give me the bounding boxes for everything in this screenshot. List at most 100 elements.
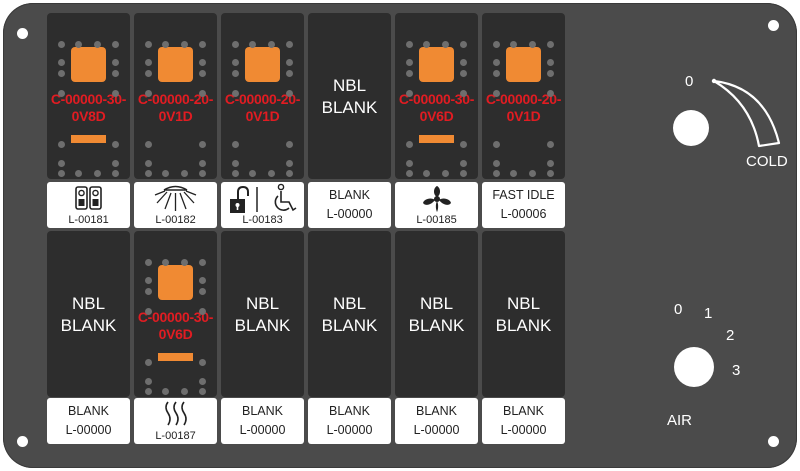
contact-dot [199, 388, 206, 395]
contact-dot [112, 141, 119, 148]
indicator-bar [71, 135, 106, 143]
contact-dot [460, 90, 467, 97]
contact-dot [232, 141, 239, 148]
switch-label-8: L-00187 [134, 398, 217, 444]
label-line-2: L-00006 [500, 207, 547, 221]
label-line-1: BLANK [329, 404, 370, 418]
air-knob[interactable] [674, 347, 714, 387]
blank-switch-4: NBL BLANK [308, 13, 391, 179]
contact-dot [181, 41, 188, 48]
contact-dot [199, 59, 206, 66]
blank-switch-9: NBL BLANK [221, 231, 304, 397]
switch-label-9: BLANK L-00000 [221, 398, 304, 444]
contact-dot [460, 160, 467, 167]
contact-dot [145, 288, 152, 295]
contact-dot [493, 59, 500, 66]
contact-dot [145, 378, 152, 385]
blank-switch-12: NBL BLANK [482, 231, 565, 397]
contact-dot [145, 160, 152, 167]
contact-dot [460, 70, 467, 77]
contact-dot [406, 90, 413, 97]
rocker-switch-6[interactable]: C-00000-20- 0V1D [482, 13, 565, 179]
temp-dial-cold-label: COLD [746, 153, 788, 170]
label-line-1: FAST IDLE [492, 188, 555, 202]
rocker-switch-8[interactable]: C-00000-30- 0V6D [134, 231, 217, 397]
indicator-bar [158, 353, 193, 361]
contact-dot [286, 90, 293, 97]
switch-part-number: C-00000-20- 0V1D [137, 91, 214, 124]
contact-dot [286, 70, 293, 77]
contact-dot [75, 41, 82, 48]
dual-lamp-icon [75, 186, 102, 210]
contact-dot [406, 41, 413, 48]
contact-dot [145, 141, 152, 148]
contact-dot [493, 70, 500, 77]
contact-dot [199, 170, 206, 177]
contact-dot [268, 41, 275, 48]
contact-dot [423, 41, 430, 48]
contact-dot [58, 41, 65, 48]
contact-dot [286, 170, 293, 177]
contact-dot [181, 170, 188, 177]
mount-hole-top-left [17, 28, 28, 39]
switch-part-number: C-00000-20- 0V1D [485, 91, 562, 124]
contact-dot [94, 41, 101, 48]
label-code: L-00183 [242, 214, 283, 226]
rocker-switch-2[interactable]: C-00000-20- 0V1D [134, 13, 217, 179]
contact-dot [493, 90, 500, 97]
label-line-2: L-00000 [500, 423, 547, 437]
work-light-icon [154, 185, 197, 211]
label-code: L-00182 [155, 214, 196, 226]
switch-label-10: BLANK L-00000 [308, 398, 391, 444]
contact-dot [75, 170, 82, 177]
contact-dot [145, 359, 152, 366]
contact-dot [529, 170, 536, 177]
label-line-1: BLANK [242, 404, 283, 418]
contact-dot [406, 160, 413, 167]
contact-dot [162, 170, 169, 177]
contact-dot [112, 160, 119, 167]
label-line-1: BLANK [329, 188, 370, 202]
contact-dot [145, 277, 152, 284]
contact-dot [547, 170, 554, 177]
contact-dot [460, 41, 467, 48]
contact-dot [199, 90, 206, 97]
contact-dot [547, 41, 554, 48]
contact-dot [199, 41, 206, 48]
contact-dot [199, 259, 206, 266]
switch-label-3: L-00183 [221, 182, 304, 228]
indicator-lamp [245, 47, 280, 82]
contact-dot [58, 59, 65, 66]
contact-dot [232, 90, 239, 97]
switch-label-1: L-00181 [47, 182, 130, 228]
contact-dot [249, 170, 256, 177]
contact-dot [145, 170, 152, 177]
contact-dot [145, 388, 152, 395]
contact-dot [547, 141, 554, 148]
blank-text: NBL BLANK [408, 294, 465, 335]
contact-dot [286, 160, 293, 167]
blank-text: NBL BLANK [321, 294, 378, 335]
label-line-1: BLANK [416, 404, 457, 418]
blank-text: NBL BLANK [495, 294, 552, 335]
temperature-knob[interactable] [673, 110, 709, 146]
contact-dot [286, 141, 293, 148]
indicator-lamp [71, 47, 106, 82]
contact-dot [547, 59, 554, 66]
contact-dot [145, 59, 152, 66]
contact-dot [145, 41, 152, 48]
switch-part-number: C-00000-30- 0V6D [398, 91, 475, 124]
contact-dot [547, 70, 554, 77]
contact-dot [145, 70, 152, 77]
contact-dot [181, 388, 188, 395]
rocker-switch-3[interactable]: C-00000-20- 0V1D [221, 13, 304, 179]
rocker-switch-1[interactable]: C-00000-30- 0V8D [47, 13, 130, 179]
label-line-2: L-00000 [326, 207, 373, 221]
indicator-lamp [419, 47, 454, 82]
contact-dot [181, 259, 188, 266]
rocker-switch-5[interactable]: C-00000-30- 0V6D [395, 13, 478, 179]
switch-label-12: BLANK L-00000 [482, 398, 565, 444]
temp-dial-zero: 0 [685, 73, 694, 90]
label-line-1: BLANK [503, 404, 544, 418]
contact-dot [406, 70, 413, 77]
